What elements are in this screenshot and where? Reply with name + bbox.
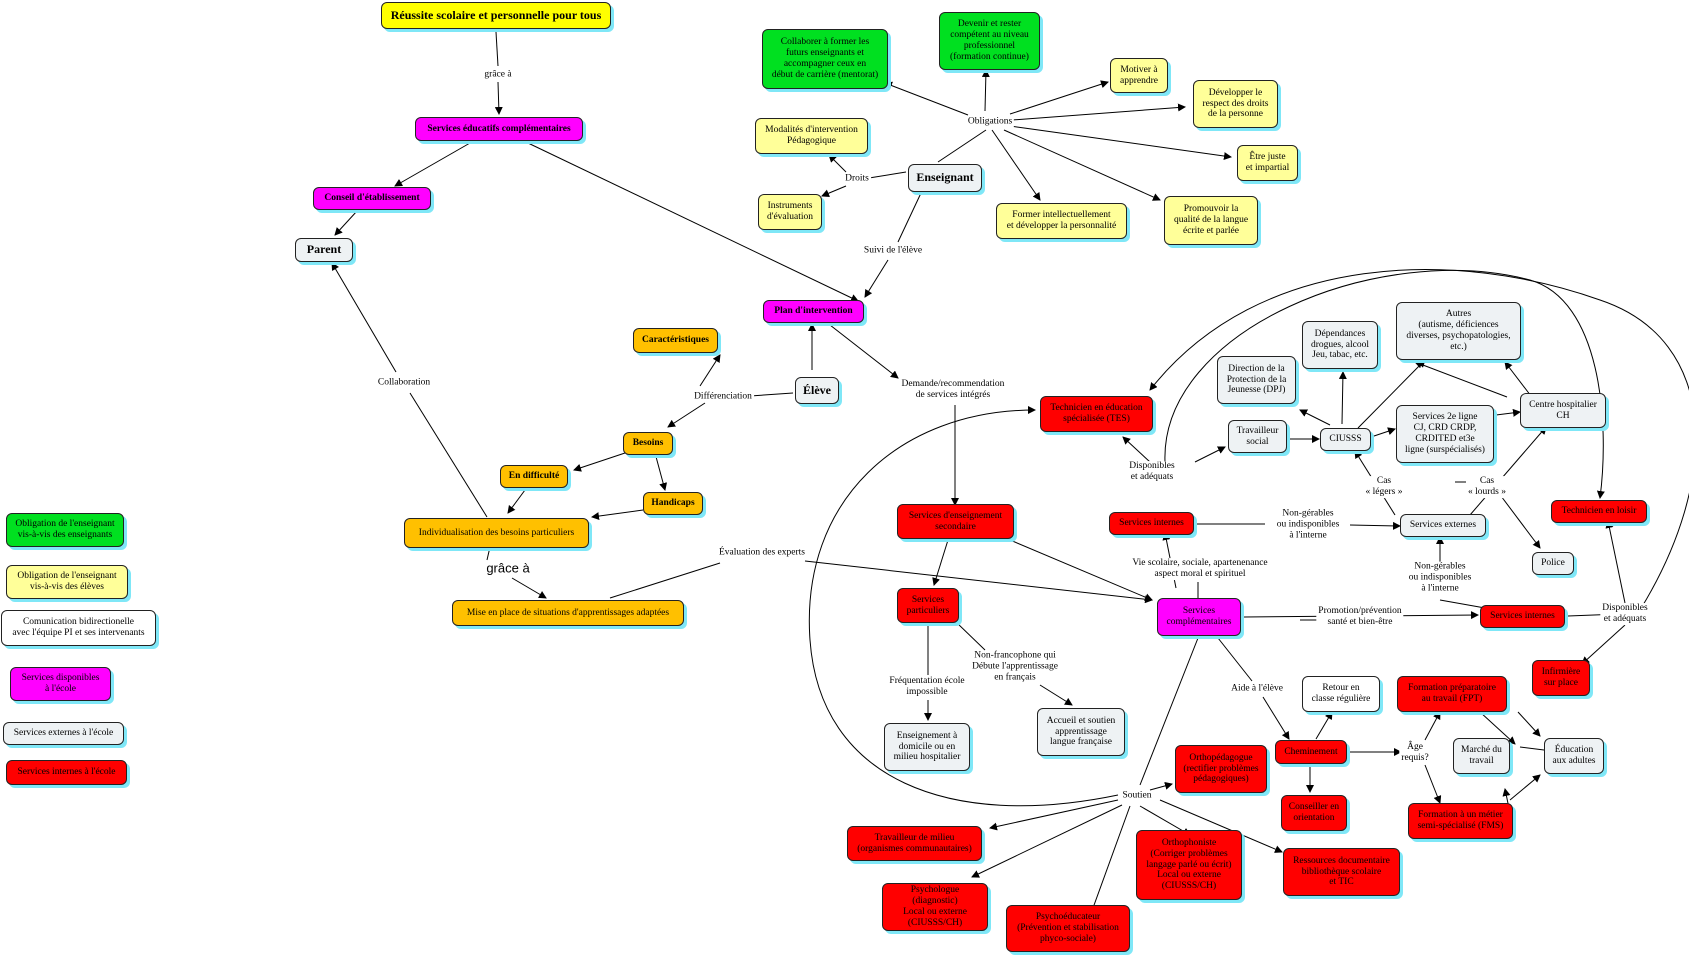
label-non-francophone: Non-francophone qui Débute l'apprentissa… <box>970 650 1060 684</box>
promouvoir-node[interactable]: Promouvoir la qualité de la langue écrit… <box>1164 196 1258 245</box>
services-particuliers-node[interactable]: Services particuliers <box>897 588 959 623</box>
label-non-gerables-1: Non-gérables ou indisponibles à l'intern… <box>1274 508 1342 542</box>
centre-hospitalier-node[interactable]: Centre hospitalier CH <box>1520 393 1606 428</box>
developper-node[interactable]: Développer le respect des droits de la p… <box>1193 80 1278 128</box>
label-cas-legers: Cas « légers » <box>1363 476 1405 498</box>
label-aide-eleve: Aide à l'élève <box>1229 683 1285 695</box>
education-adultes-node[interactable]: Éducation aux adultes <box>1544 738 1604 774</box>
reussite-node[interactable]: Réussite scolaire et personnelle pour to… <box>381 2 611 29</box>
legend-white: Comunication bidirectionelle avec l'équi… <box>1 610 156 646</box>
individualisation-node[interactable]: Individualisation des besoins particulie… <box>404 518 589 548</box>
ciusss-node[interactable]: CIUSSS <box>1320 428 1371 451</box>
label-cas-lourds: Cas « lourds » <box>1466 476 1508 498</box>
plan-intervention-node[interactable]: Plan d'intervention <box>763 300 864 323</box>
label-evaluation-experts: Évaluation des experts <box>716 547 808 559</box>
parent-node[interactable]: Parent <box>295 238 353 262</box>
travailleur-social-node[interactable]: Travailleur social <box>1228 420 1287 453</box>
label-age-requis: Âge requis? <box>1399 742 1431 764</box>
label-differenciation: Différenciation <box>692 391 754 403</box>
services-internes-node-2[interactable]: Services internes <box>1480 605 1565 628</box>
label-grace-a-2: grâce à <box>484 560 532 577</box>
modalites-node[interactable]: Modalités d'intervention Pédagogique <box>755 118 868 154</box>
label-soutien: Soutien <box>1120 790 1154 802</box>
motiver-node[interactable]: Motiver à apprendre <box>1110 58 1168 93</box>
services-externes-node[interactable]: Services externes <box>1400 514 1486 537</box>
former-node[interactable]: Former intellectuellement et développer … <box>996 203 1127 239</box>
besoins-node[interactable]: Besoins <box>623 432 673 455</box>
conseil-node[interactable]: Conseil d'établissement <box>313 187 431 210</box>
orthopedagogue-node[interactable]: Orthopédagogue (rectifier problèmes péda… <box>1175 745 1267 793</box>
services-secondaire-node[interactable]: Services d'enseignement secondaire <box>897 504 1014 539</box>
cheminement-node[interactable]: Cheminement <box>1275 740 1347 764</box>
label-demande: Demande/recommendation de services intég… <box>899 379 1007 401</box>
fms-node[interactable]: Formation à un métier semi-spécialisé (F… <box>1408 803 1513 839</box>
mise-en-place-node[interactable]: Mise en place de situations d'apprentiss… <box>452 600 684 626</box>
services-educatifs-node[interactable]: Services éducatifs complémentaires <box>415 117 583 141</box>
orthophoniste-node[interactable]: Orthophoniste (Corriger problèmes langag… <box>1136 830 1242 900</box>
label-non-gerables-2: Non-gérables ou indisponibles à l'intern… <box>1406 561 1474 595</box>
juste-node[interactable]: Être juste et impartial <box>1237 145 1298 181</box>
legend-pale-yellow: Obligation de l'enseignant vis-à-vis des… <box>6 565 128 599</box>
eleve-node[interactable]: Élève <box>795 377 839 404</box>
label-disponibles-1: Disponibles et adéquats <box>1127 461 1177 483</box>
label-vie-scolaire: Vie scolaire, sociale, apartenenance asp… <box>1130 558 1270 580</box>
services-complementaires-node[interactable]: Services complémentaires <box>1157 598 1241 636</box>
services-2e-ligne-node[interactable]: Services 2e ligne CJ, CRD CRDP, CRDITED … <box>1396 405 1494 463</box>
dependances-node[interactable]: Dépendances drogues, alcool Jeu, tabac, … <box>1302 321 1378 369</box>
accueil-node[interactable]: Accueil et soutien apprentissage langue … <box>1037 708 1125 756</box>
dpj-node[interactable]: Direction de la Protection de la Jeuness… <box>1217 356 1296 404</box>
ressources-documentaire-node[interactable]: Ressources documentaire bibliothèque sco… <box>1283 848 1400 896</box>
legend-red: Services internes à l'école <box>6 760 127 785</box>
travailleur-milieu-node[interactable]: Travailleur de milieu (organismes commun… <box>847 826 982 861</box>
instruments-node[interactable]: Instruments d'évaluation <box>758 194 822 230</box>
fpt-node[interactable]: Formation préparatoire au travail (FPT) <box>1397 676 1507 712</box>
psychoeducateur-node[interactable]: Psychoéducateur (Prévention et stabilisa… <box>1006 905 1130 952</box>
infirmiere-node[interactable]: Infirmière sur place <box>1532 660 1590 696</box>
legend-green: Obligation de l'enseignant vis-à-vis des… <box>6 513 124 547</box>
autres-node[interactable]: Autres (autisme, déficiences diverses, p… <box>1396 302 1521 360</box>
tes-node[interactable]: Technicien en éducation spécialisée (TES… <box>1040 396 1153 432</box>
caracteristiques-node[interactable]: Caractéristiques <box>633 328 718 353</box>
psychologue-node[interactable]: Psychologue (diagnostic) Local ou extern… <box>882 883 988 931</box>
label-disponibles-2: Disponibles et adéquats <box>1600 603 1650 625</box>
label-droits: Droits <box>843 173 871 185</box>
legend-grey: Services externes à l'école <box>3 722 124 745</box>
legend-magenta: Services disponibles à l'école <box>10 667 111 701</box>
label-obligations: Obligations <box>965 116 1015 128</box>
handicaps-node[interactable]: Handicaps <box>643 492 703 515</box>
conseiller-orientation-node[interactable]: Conseiller en orientation <box>1281 795 1347 831</box>
label-frequentation: Fréquentation école impossible <box>887 676 967 698</box>
label-collaboration: Collaboration <box>375 377 433 389</box>
collaborer-node[interactable]: Collaborer à former les futurs enseignan… <box>762 29 888 89</box>
marche-travail-node[interactable]: Marché du travail <box>1453 738 1510 774</box>
enseignant-node[interactable]: Enseignant <box>908 164 982 192</box>
en-difficulte-node[interactable]: En difficulté <box>500 465 568 488</box>
retour-classe-node[interactable]: Retour en classe régulière <box>1302 676 1380 712</box>
technicien-loisir-node[interactable]: Technicien en loisir <box>1551 500 1647 523</box>
services-internes-node-1[interactable]: Services internes <box>1109 512 1194 535</box>
label-grace-a-1: grâce à <box>482 69 514 81</box>
police-node[interactable]: Police <box>1532 552 1574 575</box>
label-promotion: Promotion/prévention santé et bien-être <box>1316 606 1404 628</box>
enseignement-domicile-node[interactable]: Enseignement à domicile ou en milieu hos… <box>884 723 970 771</box>
label-suivi-eleve: Suivi de l'élève <box>861 245 925 257</box>
devenir-node[interactable]: Devenir et rester compétent au niveau pr… <box>939 12 1040 70</box>
